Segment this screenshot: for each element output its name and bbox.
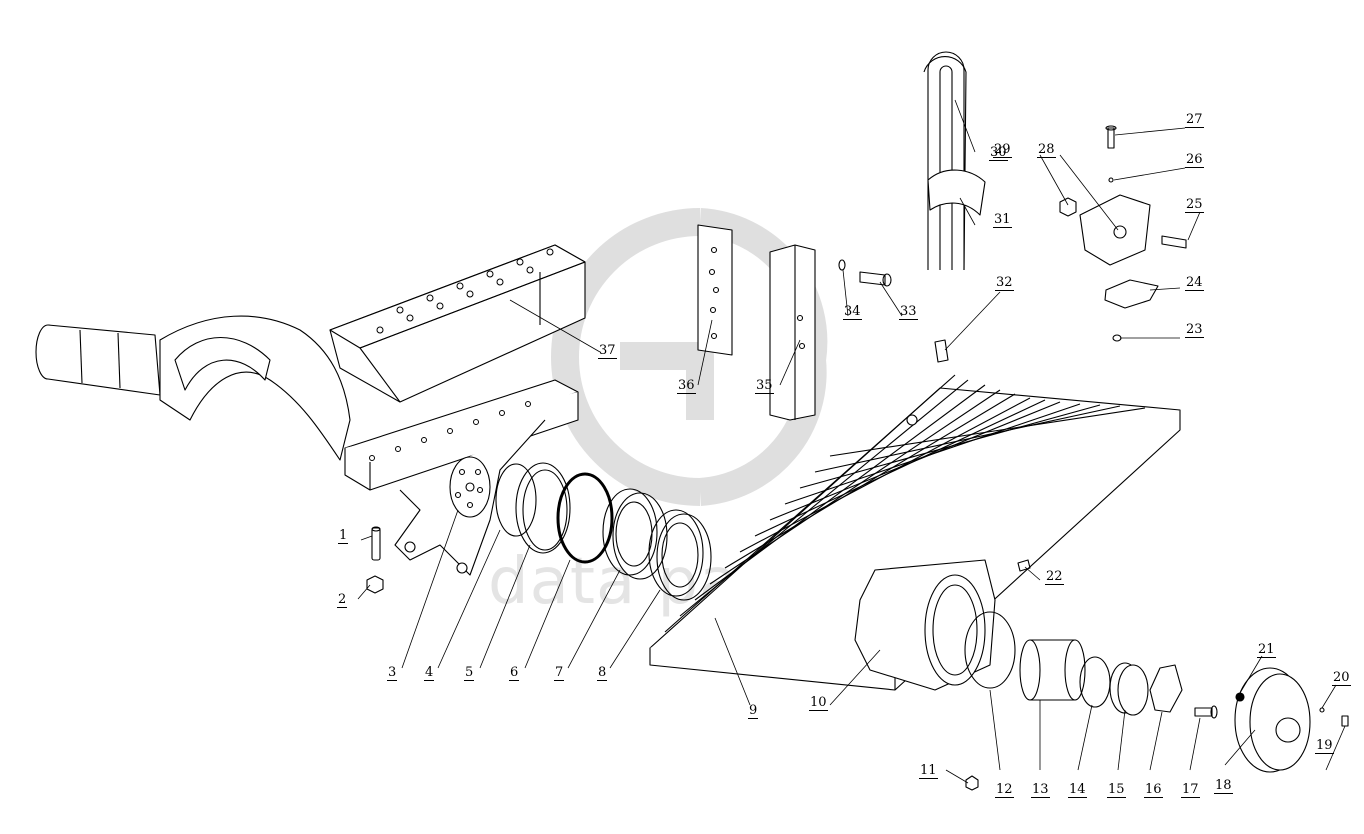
callout-32: 32 <box>995 275 1014 291</box>
callout-7: 7 <box>554 665 565 681</box>
part-34-washer <box>838 259 846 271</box>
callout-12: 12 <box>995 782 1014 798</box>
callout-3: 3 <box>387 665 398 681</box>
callout-10: 10 <box>809 695 828 711</box>
callout-13: 13 <box>1031 782 1050 798</box>
callout-16: 16 <box>1144 782 1163 798</box>
callout-35: 35 <box>755 378 774 394</box>
part-33-bolt <box>859 271 892 287</box>
part-8-bushing <box>648 509 712 601</box>
part-12-o-ring <box>964 611 1016 689</box>
callout-4: 4 <box>424 665 435 681</box>
part-5-seal <box>515 462 571 554</box>
part-17-bolt <box>1194 705 1218 719</box>
part-10-hub-housing <box>854 559 996 691</box>
part-26-pin <box>1108 177 1114 183</box>
callout-23: 23 <box>1185 322 1204 338</box>
part-4-ring <box>495 463 537 537</box>
part-27-bolt <box>1105 125 1117 149</box>
part-16-gasket <box>1149 664 1183 713</box>
callout-18: 18 <box>1214 778 1233 794</box>
callout-37: 37 <box>598 343 617 359</box>
leader-lines <box>357 99 1346 784</box>
callout-17: 17 <box>1181 782 1200 798</box>
trunnion-arm <box>35 315 351 461</box>
part-21-plug <box>1235 692 1245 702</box>
part-1-pin <box>371 526 381 561</box>
callout-6: 6 <box>509 665 520 681</box>
callout-14: 14 <box>1068 782 1087 798</box>
callout-2: 2 <box>337 592 348 608</box>
callout-21: 21 <box>1257 642 1276 658</box>
callout-11: 11 <box>919 763 938 779</box>
callout-27: 27 <box>1185 112 1204 128</box>
part-32-nut <box>934 339 949 363</box>
part-11-nut <box>965 775 979 791</box>
callout-26: 26 <box>1185 152 1204 168</box>
part-3-bracket <box>344 379 579 576</box>
callout-9: 9 <box>748 703 759 719</box>
callout-36: 36 <box>677 378 696 394</box>
part-13-sleeve <box>1019 639 1086 701</box>
part-20-pin <box>1319 707 1325 713</box>
callout-30: 30 <box>989 145 1008 161</box>
part-25-bolt <box>1161 235 1187 249</box>
callout-8: 8 <box>597 665 608 681</box>
part-24-plate <box>1104 279 1159 309</box>
callout-24: 24 <box>1185 275 1204 291</box>
part-29-nut <box>1059 197 1077 217</box>
callout-20: 20 <box>1332 670 1351 686</box>
callout-19: 19 <box>1315 738 1334 754</box>
part-19-screw <box>1341 715 1349 727</box>
callout-31: 31 <box>993 212 1012 228</box>
callout-33: 33 <box>899 304 918 320</box>
callout-29: 29 <box>993 142 1012 158</box>
part-18-cover <box>1234 667 1311 773</box>
callout-5: 5 <box>464 665 475 681</box>
callout-1: 1 <box>338 528 349 544</box>
part-28-bracket <box>1079 194 1151 266</box>
part-22-screw <box>1017 559 1031 572</box>
part-2-nut <box>366 575 384 594</box>
part-30-u-bolt <box>923 51 967 271</box>
part-35-plate <box>769 244 816 421</box>
part-36-plate <box>697 224 733 356</box>
callout-34: 34 <box>843 304 862 320</box>
callout-22: 22 <box>1045 569 1064 585</box>
part-31-clamp <box>927 169 986 216</box>
part-6-seal <box>556 472 614 564</box>
part-9-leaf-spring <box>649 374 1181 691</box>
callout-25: 25 <box>1185 197 1204 213</box>
part-37-saddle-block <box>329 244 586 403</box>
callout-28: 28 <box>1037 142 1056 158</box>
callout-15: 15 <box>1107 782 1126 798</box>
part-23-nut <box>1112 334 1122 342</box>
part-15-cap <box>1109 662 1149 716</box>
